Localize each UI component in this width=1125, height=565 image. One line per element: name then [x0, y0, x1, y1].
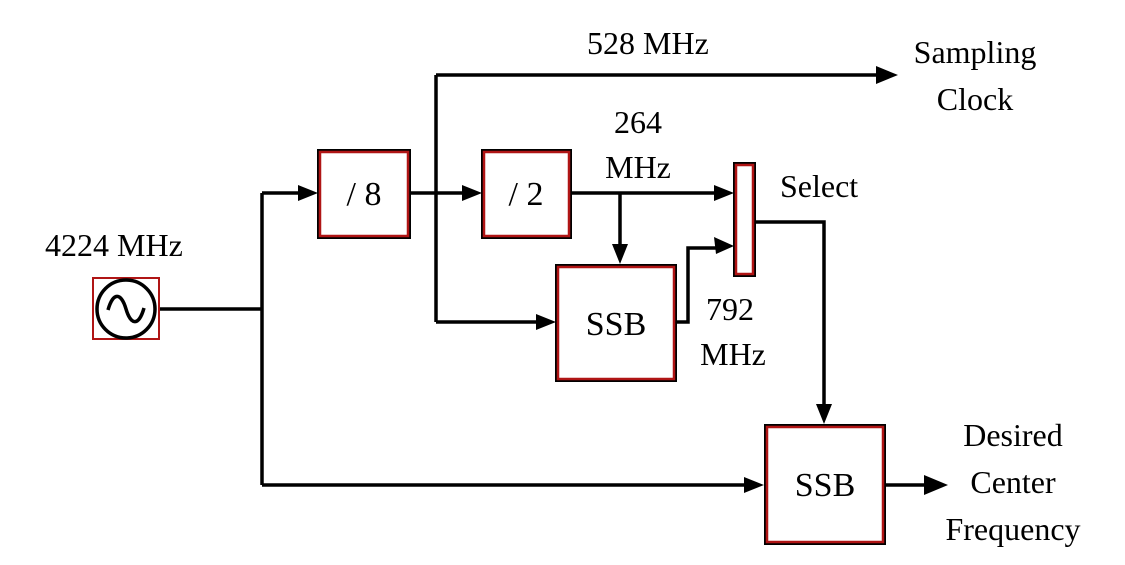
arrow-to-div8: [298, 185, 318, 201]
arrow-792-to-select: [714, 237, 734, 254]
source-frequency-label: 4224 MHz: [45, 227, 183, 263]
arrow-to-ssb1: [536, 314, 556, 330]
sine-wave-icon: [106, 294, 146, 324]
arrow-264-to-ssb1: [612, 244, 628, 264]
wires: [158, 66, 948, 495]
output-label-line2: Center: [970, 464, 1056, 500]
freq-264-unit: MHz: [605, 149, 671, 185]
output-label-line1: Desired: [963, 417, 1063, 453]
block-div2: [481, 149, 572, 239]
arrow-sampling-clock: [876, 66, 898, 84]
wire-select-to-ssb2: [754, 220, 826, 407]
block-ssb1: [555, 264, 677, 382]
block-div8: [317, 149, 411, 239]
arrow-to-div2: [462, 185, 482, 201]
select-label: Select: [780, 168, 858, 204]
div8-label: / 8: [347, 176, 382, 213]
freq-792-label: 792: [706, 291, 754, 327]
ssb2-label: SSB: [795, 467, 856, 504]
ssb1-label: SSB: [586, 306, 647, 343]
output-label-line3: Frequency: [945, 511, 1080, 547]
wire-792-to-select: [676, 246, 718, 324]
sampling-label: Sampling: [914, 34, 1037, 70]
freq-792-unit: MHz: [700, 336, 766, 372]
freq-528-label: 528 MHz: [587, 25, 709, 61]
freq-264-label: 264: [614, 104, 662, 140]
block-ssb2: [764, 424, 886, 545]
oscillator-source: [92, 277, 160, 340]
arrow-select-to-ssb2: [816, 404, 832, 424]
arrow-to-ssb2: [744, 477, 764, 493]
arrow-output: [924, 475, 948, 495]
block-select-mux: [733, 162, 756, 277]
div2-label: / 2: [509, 176, 544, 213]
clock-label: Clock: [937, 81, 1013, 117]
arrow-264-to-select: [714, 185, 734, 201]
